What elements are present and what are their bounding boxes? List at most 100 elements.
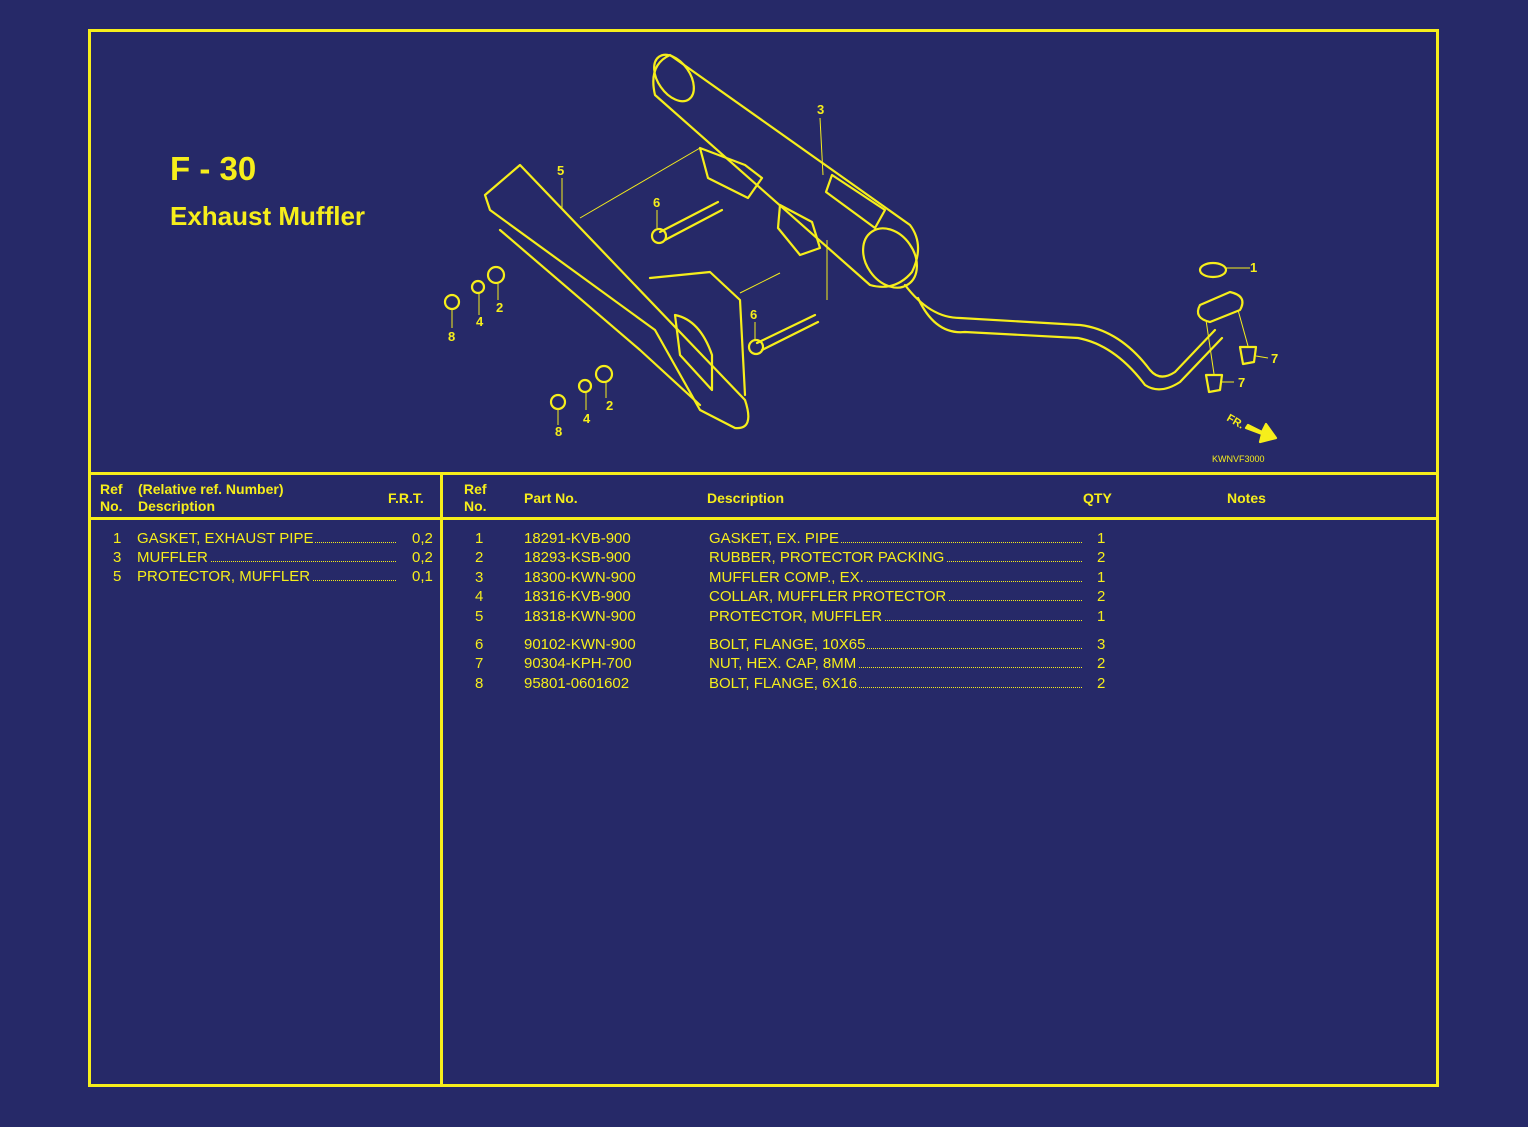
table-row: 5 PROTECTOR, MUFFLER 0,1 [0, 567, 440, 587]
description-text: RUBBER, PROTECTOR PACKING [709, 549, 947, 566]
qty-value: 1 [1097, 608, 1106, 625]
diagram-divider [88, 472, 1439, 475]
qty-value: 2 [1097, 655, 1106, 672]
gasket [1198, 261, 1228, 279]
description-text: BOLT, FLANGE, 6X16 [709, 675, 860, 692]
callout-6-upper: 6 [653, 195, 660, 210]
leader-dots [710, 648, 1082, 649]
description: PROTECTOR, MUFFLER [137, 567, 313, 587]
ref-number: 8 [475, 675, 484, 692]
part-number: 90102-KWN-900 [524, 636, 636, 653]
frt-value: 0,1 [412, 568, 433, 585]
callout-4-upper: 4 [476, 314, 484, 329]
description-header: Description [707, 490, 785, 506]
part-number: 18318-KWN-900 [524, 608, 636, 625]
qty-value: 3 [1097, 636, 1106, 653]
part-number: 18316-KVB-900 [524, 588, 631, 605]
nut-7-b [1204, 373, 1224, 394]
description: RUBBER, PROTECTOR PACKING [709, 548, 947, 568]
description: GASKET, EX. PIPE [709, 529, 842, 549]
bolt-6-lower [755, 313, 817, 345]
callout-1: 1 [1250, 260, 1257, 275]
muffler-end-cap [653, 53, 695, 103]
fr-arrow [1244, 422, 1278, 444]
header-divider [88, 517, 1439, 520]
callout-8-lower: 8 [555, 424, 562, 439]
description: COLLAR, MUFFLER PROTECTOR [709, 587, 949, 607]
callout-2-upper: 2 [496, 300, 503, 315]
ref-number: 3 [113, 549, 122, 566]
table-row: 5 18318-KWN-900 PROTECTOR, MUFFLER 1 [0, 607, 1440, 627]
leader-dots [710, 687, 1082, 688]
ref-number: 5 [113, 568, 122, 585]
leader-dots [710, 542, 1082, 543]
table-divider [440, 472, 443, 1087]
callout-8-upper: 8 [448, 329, 455, 344]
qty-value: 2 [1097, 675, 1106, 692]
leader-dots [710, 620, 1082, 621]
description-text: PROTECTOR, MUFFLER [709, 608, 885, 625]
left-desc-header: (Relative ref. Number) Description [138, 481, 284, 514]
ref-number: 3 [475, 569, 484, 586]
frt-value: 0,2 [412, 549, 433, 566]
ref-number: 5 [475, 608, 484, 625]
table-row: 8 95801-0601602 BOLT, FLANGE, 6X16 2 [0, 674, 1440, 694]
description-text: BOLT, FLANGE, 10X65 [709, 636, 868, 653]
leader-dots [710, 667, 1082, 668]
table-row: 3 MUFFLER 0,2 [0, 548, 440, 568]
description: MUFFLER [137, 548, 210, 568]
muffler-stay [776, 203, 822, 257]
part-number: 18291-KVB-900 [524, 530, 631, 547]
qty-value: 1 [1097, 530, 1106, 547]
rubber-2-lower [594, 364, 614, 384]
qty-value: 2 [1097, 549, 1106, 566]
callout-5: 5 [557, 163, 564, 178]
description: GASKET, EXHAUST PIPE [137, 529, 316, 549]
description-text: GASKET, EXHAUST PIPE [137, 530, 316, 547]
description: NUT, HEX. CAP, 8MM [709, 654, 859, 674]
description: MUFFLER COMP., EX. [709, 568, 866, 588]
nut-7-a [1238, 345, 1258, 366]
description: BOLT, FLANGE, 10X65 [709, 635, 868, 655]
protector [483, 163, 750, 430]
description-text: MUFFLER COMP., EX. [709, 569, 866, 586]
leader-dots [710, 581, 1082, 582]
page-subtitle: Exhaust Muffler [170, 201, 366, 231]
muffler-outlet [862, 227, 918, 289]
rubber-2-upper [486, 265, 506, 285]
part-number: 18293-KSB-900 [524, 549, 631, 566]
collar-4-upper [470, 279, 486, 295]
description-text: PROTECTOR, MUFFLER [137, 568, 313, 585]
notes-header: Notes [1227, 490, 1266, 506]
description-text: COLLAR, MUFFLER PROTECTOR [709, 588, 949, 605]
ref-number: 1 [475, 530, 484, 547]
ref-number: 4 [475, 588, 484, 605]
callout-6-lower: 6 [750, 307, 757, 322]
right-ref-header: Ref No. [464, 481, 487, 514]
diagram-code: KWNVF3000 [1212, 454, 1265, 464]
left-frt-header: F.R.T. [388, 490, 424, 506]
muffler-band [824, 173, 887, 230]
part-number: 90304-KPH-700 [524, 655, 632, 672]
page-frame [88, 29, 1439, 1087]
frt-value: 0,2 [412, 530, 433, 547]
callout-7-a: 7 [1271, 351, 1278, 366]
callout-4-lower: 4 [583, 411, 591, 426]
part-number: 95801-0601602 [524, 675, 630, 692]
table-row: 2 18293-KSB-900 RUBBER, PROTECTOR PACKING 2 [0, 548, 1440, 568]
callout-7-b: 7 [1238, 375, 1245, 390]
description-text: GASKET, EX. PIPE [709, 530, 842, 547]
ref-number: 6 [475, 636, 484, 653]
ref-number: 2 [475, 549, 484, 566]
bolt-8-lower [549, 393, 567, 411]
pipe-flange [1196, 290, 1244, 324]
description: PROTECTOR, MUFFLER [709, 607, 885, 627]
callout-2-lower: 2 [606, 398, 613, 413]
bolt-6-upper [658, 200, 720, 234]
bolt-8-upper [443, 293, 461, 311]
description-text: MUFFLER [137, 549, 210, 566]
fr-label: FR. [1225, 412, 1246, 431]
